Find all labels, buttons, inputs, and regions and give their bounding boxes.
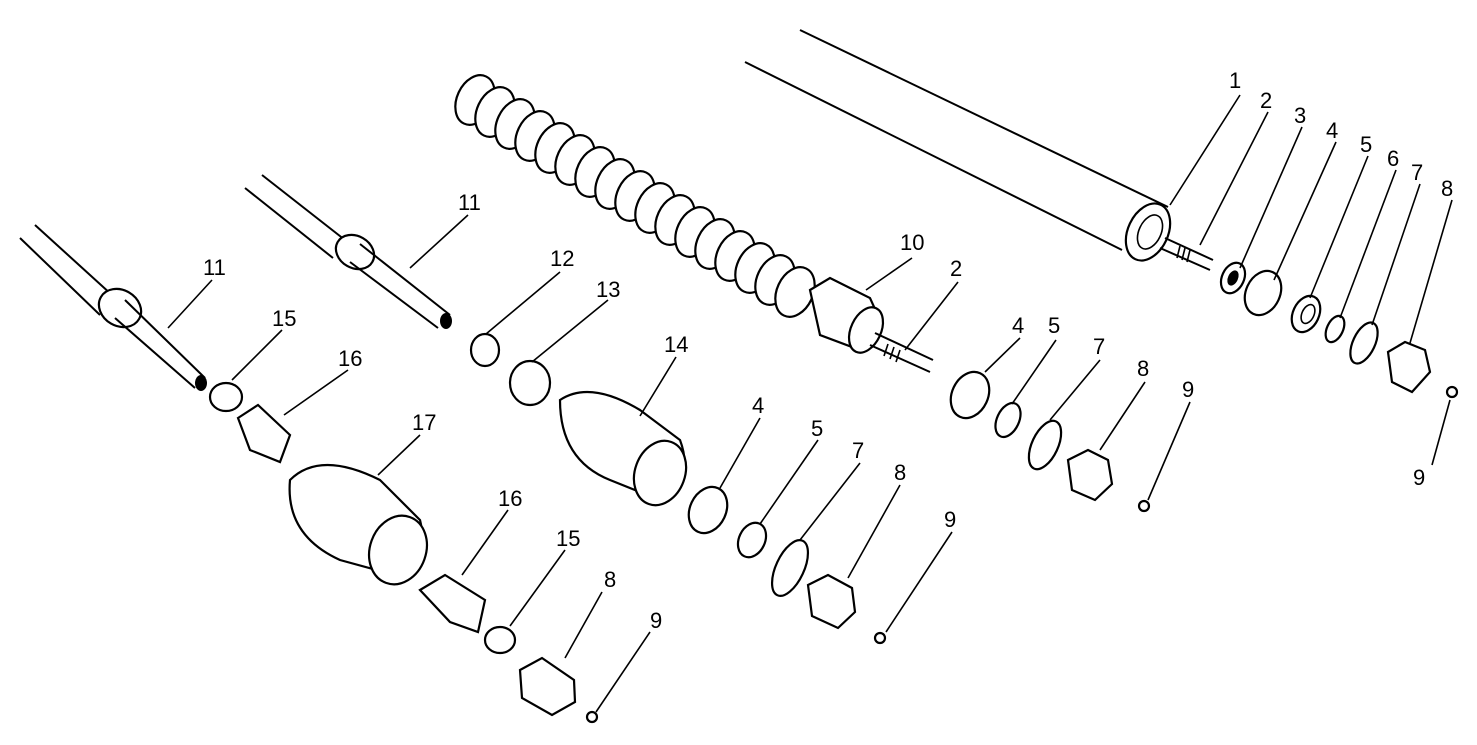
threaded-stud (1176, 245, 1191, 263)
part-labels: 1 2 3 4 5 6 7 8 9 10 2 4 5 7 8 9 11 12 1… (203, 68, 1453, 633)
label-7: 7 (1411, 160, 1423, 185)
label-1: 1 (1229, 68, 1241, 93)
label-6: 6 (1387, 146, 1399, 171)
label-3: 3 (1294, 103, 1306, 128)
label-16: 16 (338, 346, 362, 371)
lower-shaft-assembly (19, 224, 599, 724)
coil-spring (454, 74, 816, 318)
label-8: 8 (1137, 356, 1149, 381)
label-14: 14 (664, 332, 688, 357)
label-12: 12 (550, 246, 574, 271)
label-11: 11 (203, 255, 226, 280)
label-4: 4 (1326, 118, 1338, 143)
label-5: 5 (811, 416, 823, 441)
label-4: 4 (752, 393, 764, 418)
leader-lines (167, 94, 1453, 713)
label-2: 2 (1260, 88, 1272, 113)
label-2: 2 (950, 256, 962, 281)
label-4: 4 (1012, 313, 1024, 338)
coil-spring-assembly (454, 74, 1151, 513)
label-8: 8 (894, 460, 906, 485)
label-11: 11 (458, 190, 481, 215)
label-15: 15 (556, 526, 580, 551)
label-15: 15 (272, 306, 296, 331)
middle-shaft-assembly (244, 174, 887, 645)
label-17: 17 (412, 410, 436, 435)
label-5: 5 (1360, 132, 1372, 157)
label-9: 9 (650, 608, 662, 633)
label-7: 7 (852, 438, 864, 463)
label-5: 5 (1048, 313, 1060, 338)
threaded-stud (883, 343, 901, 363)
label-9: 9 (1413, 465, 1425, 490)
label-16: 16 (498, 486, 522, 511)
label-8: 8 (1441, 176, 1453, 201)
label-9: 9 (944, 507, 956, 532)
roller-tube-assembly (744, 29, 1459, 399)
label-7: 7 (1093, 334, 1105, 359)
label-10: 10 (900, 230, 924, 255)
label-9: 9 (1182, 377, 1194, 402)
label-8: 8 (604, 567, 616, 592)
label-13: 13 (596, 277, 620, 302)
